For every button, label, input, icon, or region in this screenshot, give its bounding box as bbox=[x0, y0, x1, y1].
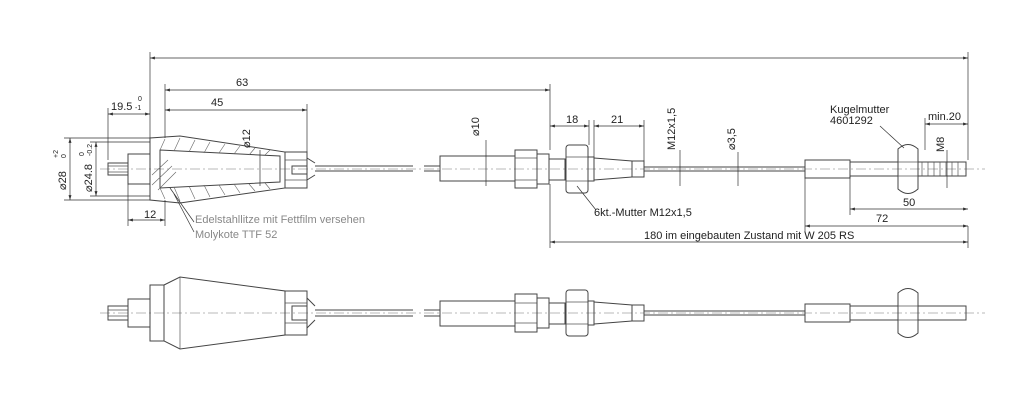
dim-19-5: 19.5 bbox=[111, 101, 132, 113]
note-molykote: Molykote TTF 52 bbox=[195, 229, 277, 241]
top-view: 63 45 19.5 0 -1 ⌀12 ⌀28 +2 0 ⌀24.8 0 -0.… bbox=[53, 52, 985, 248]
dim-21: 21 bbox=[611, 114, 623, 126]
installed-length-label: 180 im eingebauten Zustand mit W 205 RS bbox=[644, 230, 854, 242]
kugelmutter-label-2: 4601292 bbox=[830, 115, 873, 127]
dim-19-5-tol-lower: -1 bbox=[135, 105, 141, 112]
dim-m12: M12x1,5 bbox=[666, 108, 678, 150]
conical-housing bbox=[149, 135, 316, 204]
dim-45: 45 bbox=[211, 97, 223, 109]
dim-50: 50 bbox=[903, 197, 915, 209]
dim-12: 12 bbox=[144, 209, 156, 221]
dim-dia-3-5: ⌀3,5 bbox=[726, 128, 738, 150]
dim-min-20: min.20 bbox=[928, 111, 961, 123]
hex-nut-top bbox=[565, 144, 645, 194]
dim-18: 18 bbox=[566, 114, 578, 126]
dim-dia-28-tol-upper: +2 bbox=[53, 150, 60, 158]
dim-dia-12: ⌀12 bbox=[241, 129, 253, 148]
note-stainless-strand: Edelstahllitze mit Fettfilm versehen bbox=[195, 214, 365, 226]
dim-dia-24-8: ⌀24.8 bbox=[83, 164, 95, 192]
kugelmutter-label-1: Kugelmutter bbox=[830, 104, 890, 116]
dim-dia-10: ⌀10 bbox=[470, 117, 482, 136]
dim-dia-28-tol-lower: 0 bbox=[61, 154, 68, 158]
dim-dia-24-8-tol-upper: 0 bbox=[79, 152, 86, 156]
threaded-end bbox=[804, 144, 967, 194]
dim-72: 72 bbox=[876, 213, 888, 225]
dim-63: 63 bbox=[236, 77, 248, 89]
middle-sleeve bbox=[439, 149, 566, 189]
dim-dia-28: ⌀28 bbox=[57, 171, 69, 190]
bottom-view bbox=[100, 276, 985, 350]
dim-m8: M8 bbox=[935, 137, 947, 152]
dim-dia-24-8-tol-lower: -0.2 bbox=[87, 144, 94, 156]
dim-19-5-tol-upper: 0 bbox=[138, 96, 142, 103]
hex-nut-label: 6kt.-Mutter M12x1,5 bbox=[594, 207, 692, 219]
